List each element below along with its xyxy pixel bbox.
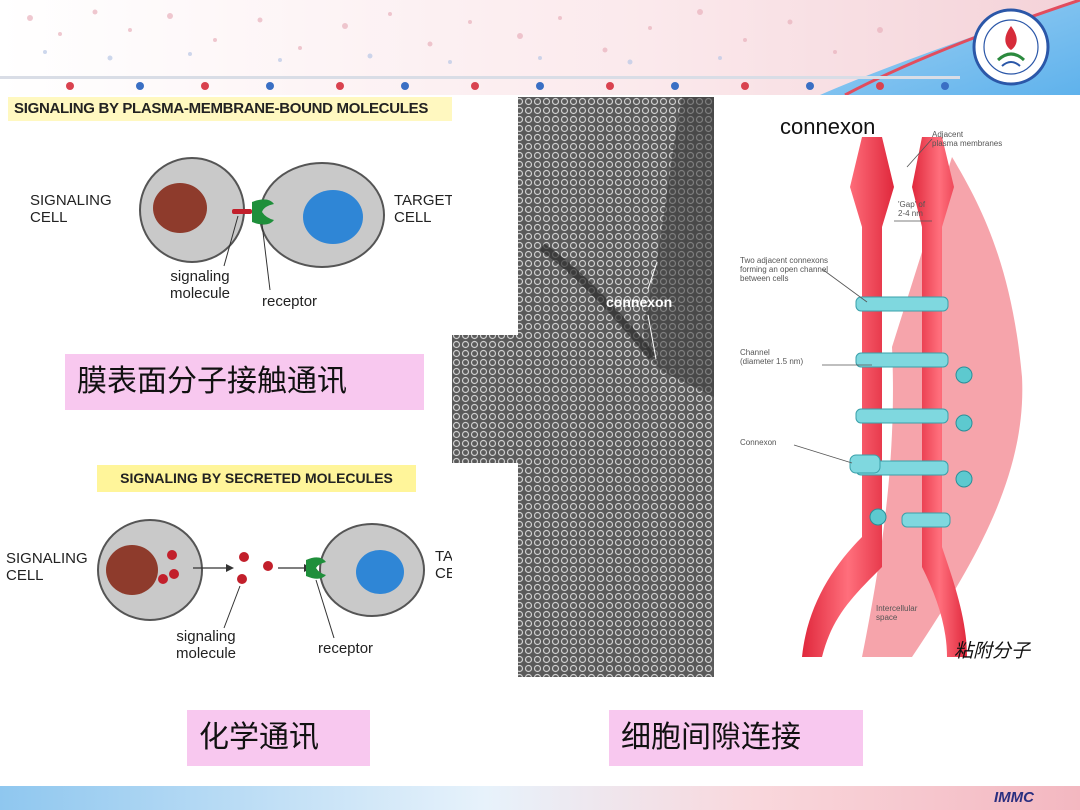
- caption-gap-junction: 细胞间隙连接: [609, 710, 863, 766]
- secreted-molecule: [239, 552, 249, 562]
- secreted-signaling-diagram: [97, 519, 425, 639]
- secreted-molecule: [237, 574, 247, 584]
- secreted-molecule: [263, 561, 273, 571]
- secreted-signaling-banner: SIGNALING BY SECRETED MOLECULES: [97, 465, 416, 492]
- gap-junction-illustration: [793, 137, 1023, 657]
- gap-junction-title: connexon: [780, 114, 876, 139]
- secreted-signaling-molecule-label: signaling molecule: [176, 628, 237, 662]
- connexon-channels: [849, 296, 951, 528]
- university-seal-logo: [972, 8, 1050, 86]
- footer-bar: [0, 786, 1080, 810]
- connexon-micrograph: [452, 97, 714, 677]
- gap-label: 'Gap' of 2-4 nm: [898, 200, 926, 218]
- adjacent-membranes-label: Adjacent plasma membranes: [932, 130, 1003, 148]
- caption-membrane-contact: 膜表面分子接触通讯: [65, 354, 424, 410]
- signaling-molecule: [232, 209, 252, 214]
- secreted-target-nucleus: [356, 550, 404, 594]
- two-connexons-label: Two adjacent connexons forming an open c…: [740, 256, 829, 283]
- receptor: [252, 199, 274, 225]
- target-cell-nucleus: [303, 190, 363, 244]
- membrane-signaling-banner: SIGNALING BY PLASMA-MEMBRANE-BOUND MOLEC…: [8, 97, 506, 121]
- secreted-signaling-nucleus: [106, 545, 158, 595]
- membrane-signaling-molecule-label: signaling molecule: [170, 268, 231, 302]
- membrane-receptor-label: receptor: [262, 293, 318, 310]
- secreted-signaling-cell-label: SIGNALING CELL: [6, 550, 88, 584]
- micrograph-connexon-label: connexon: [606, 294, 673, 310]
- secreted-receptor-label: receptor: [318, 640, 374, 657]
- footer-brand: IMMC: [994, 789, 1034, 806]
- caption-adhesion-molecule: 粘附分子: [954, 640, 1031, 662]
- header-decoration: [0, 0, 1080, 95]
- intercellular-space-label: Intercellular space: [876, 604, 918, 622]
- signaling-cell-nucleus: [153, 183, 207, 233]
- secreted-receptor: [306, 557, 326, 579]
- membrane-target-cell-label: TARGET CELL: [394, 192, 454, 226]
- membrane-signaling-cell-label: SIGNALING CELL: [30, 192, 112, 226]
- caption-chemical-communication: 化学通讯: [187, 710, 370, 766]
- channel-label: Channel (diameter 1.5 nm): [740, 348, 804, 366]
- membrane-signaling-diagram: [139, 157, 385, 291]
- connexon-part-label: Connexon: [740, 438, 777, 447]
